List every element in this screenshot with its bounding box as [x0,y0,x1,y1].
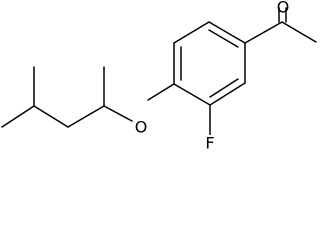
ether-oxygen-label: O [135,118,148,137]
ring-double-bond [208,29,239,48]
ether-bond [147,83,175,101]
fluorine-label-bg [202,135,218,153]
ring-double-bond [209,78,239,98]
molecule-structure: O O F [1,0,317,153]
ring-bond [173,21,210,44]
ether-oxygen-label-bg [134,118,150,136]
alkyl-bond [33,105,69,128]
fluorine-label: F [205,134,214,153]
ring-bond [209,82,246,106]
methyl-bond [281,21,317,43]
carbonyl-oxygen-label: O [277,0,290,17]
ring-bond [208,21,246,44]
ring-bond [173,83,211,106]
acetyl-bond [244,21,283,44]
alkyl-bond [67,105,105,128]
alkyl-bond [1,105,35,128]
ether-bond [103,105,133,122]
